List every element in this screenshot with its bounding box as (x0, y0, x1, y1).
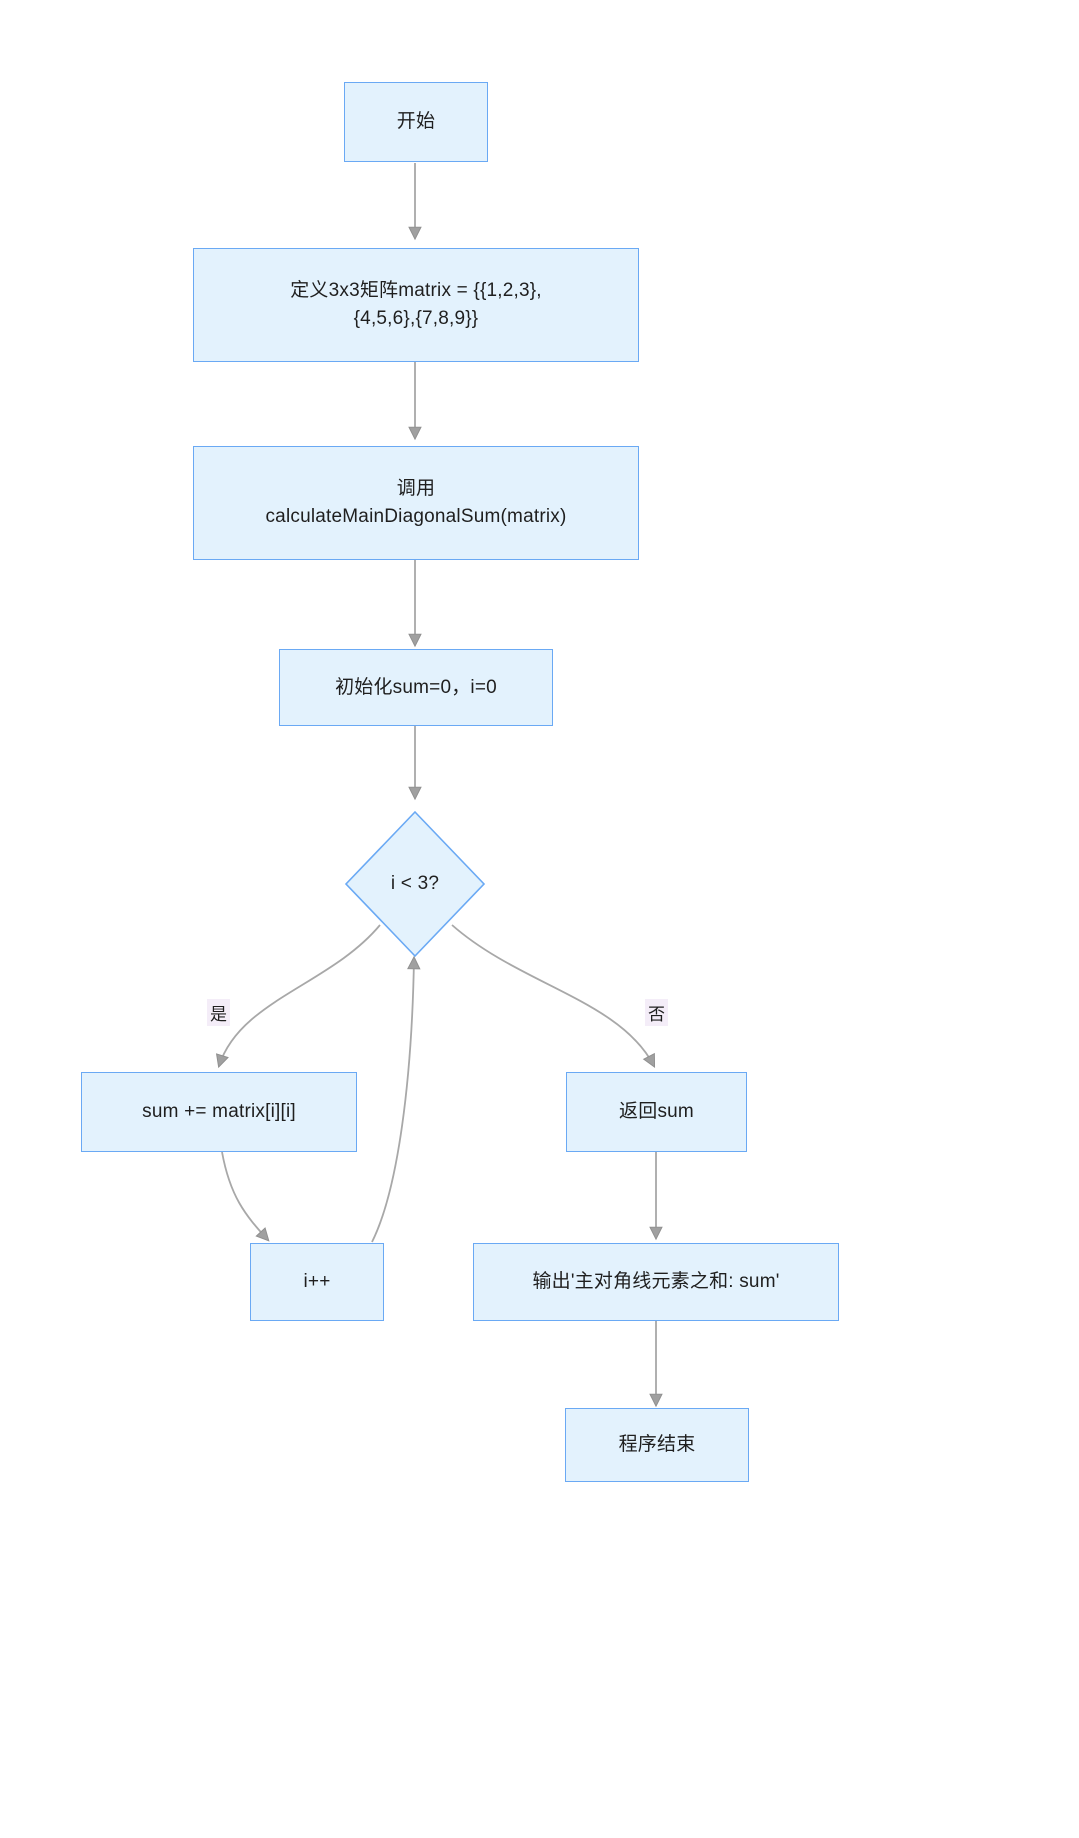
node-increment-label: i++ (303, 1271, 331, 1293)
edge-cond-ret (451, 924, 656, 1069)
node-return-sum[interactable]: 返回sum (566, 1072, 747, 1152)
edge-cond-accum (215, 924, 381, 1069)
node-define-matrix[interactable]: 定义3x3矩阵matrix = {{1,2,3}, {4,5,6},{7,8,9… (193, 248, 639, 362)
node-increment[interactable]: i++ (250, 1243, 384, 1321)
node-output-label: 输出'主对角线元素之和: sum' (532, 1271, 780, 1293)
node-condition-label: i < 3? (390, 873, 440, 894)
node-start[interactable]: 开始 (344, 82, 488, 162)
node-end-label: 程序结束 (618, 1434, 696, 1456)
node-end[interactable]: 程序结束 (565, 1408, 749, 1482)
node-return-sum-label: 返回sum (619, 1101, 694, 1123)
node-define-matrix-label: 定义3x3矩阵matrix = {{1,2,3}, {4,5,6},{7,8,9… (290, 280, 542, 329)
node-call-function-label: 调用 calculateMainDiagonalSum(matrix) (265, 478, 567, 527)
node-output[interactable]: 输出'主对角线元素之和: sum' (473, 1243, 839, 1321)
node-call-function[interactable]: 调用 calculateMainDiagonalSum(matrix) (193, 446, 639, 560)
node-initialize[interactable]: 初始化sum=0，i=0 (279, 649, 553, 726)
edge-label-yes: 是 (207, 999, 230, 1026)
node-accumulate-label: sum += matrix[i][i] (142, 1101, 296, 1123)
edge-label-no: 否 (645, 999, 668, 1026)
node-initialize-label: 初始化sum=0，i=0 (335, 676, 497, 698)
node-condition[interactable]: i < 3? (344, 810, 486, 958)
edge-incr-cond (371, 955, 421, 1243)
node-accumulate[interactable]: sum += matrix[i][i] (81, 1072, 357, 1152)
edge-accum-incr (221, 1151, 270, 1242)
node-start-label: 开始 (396, 111, 436, 133)
